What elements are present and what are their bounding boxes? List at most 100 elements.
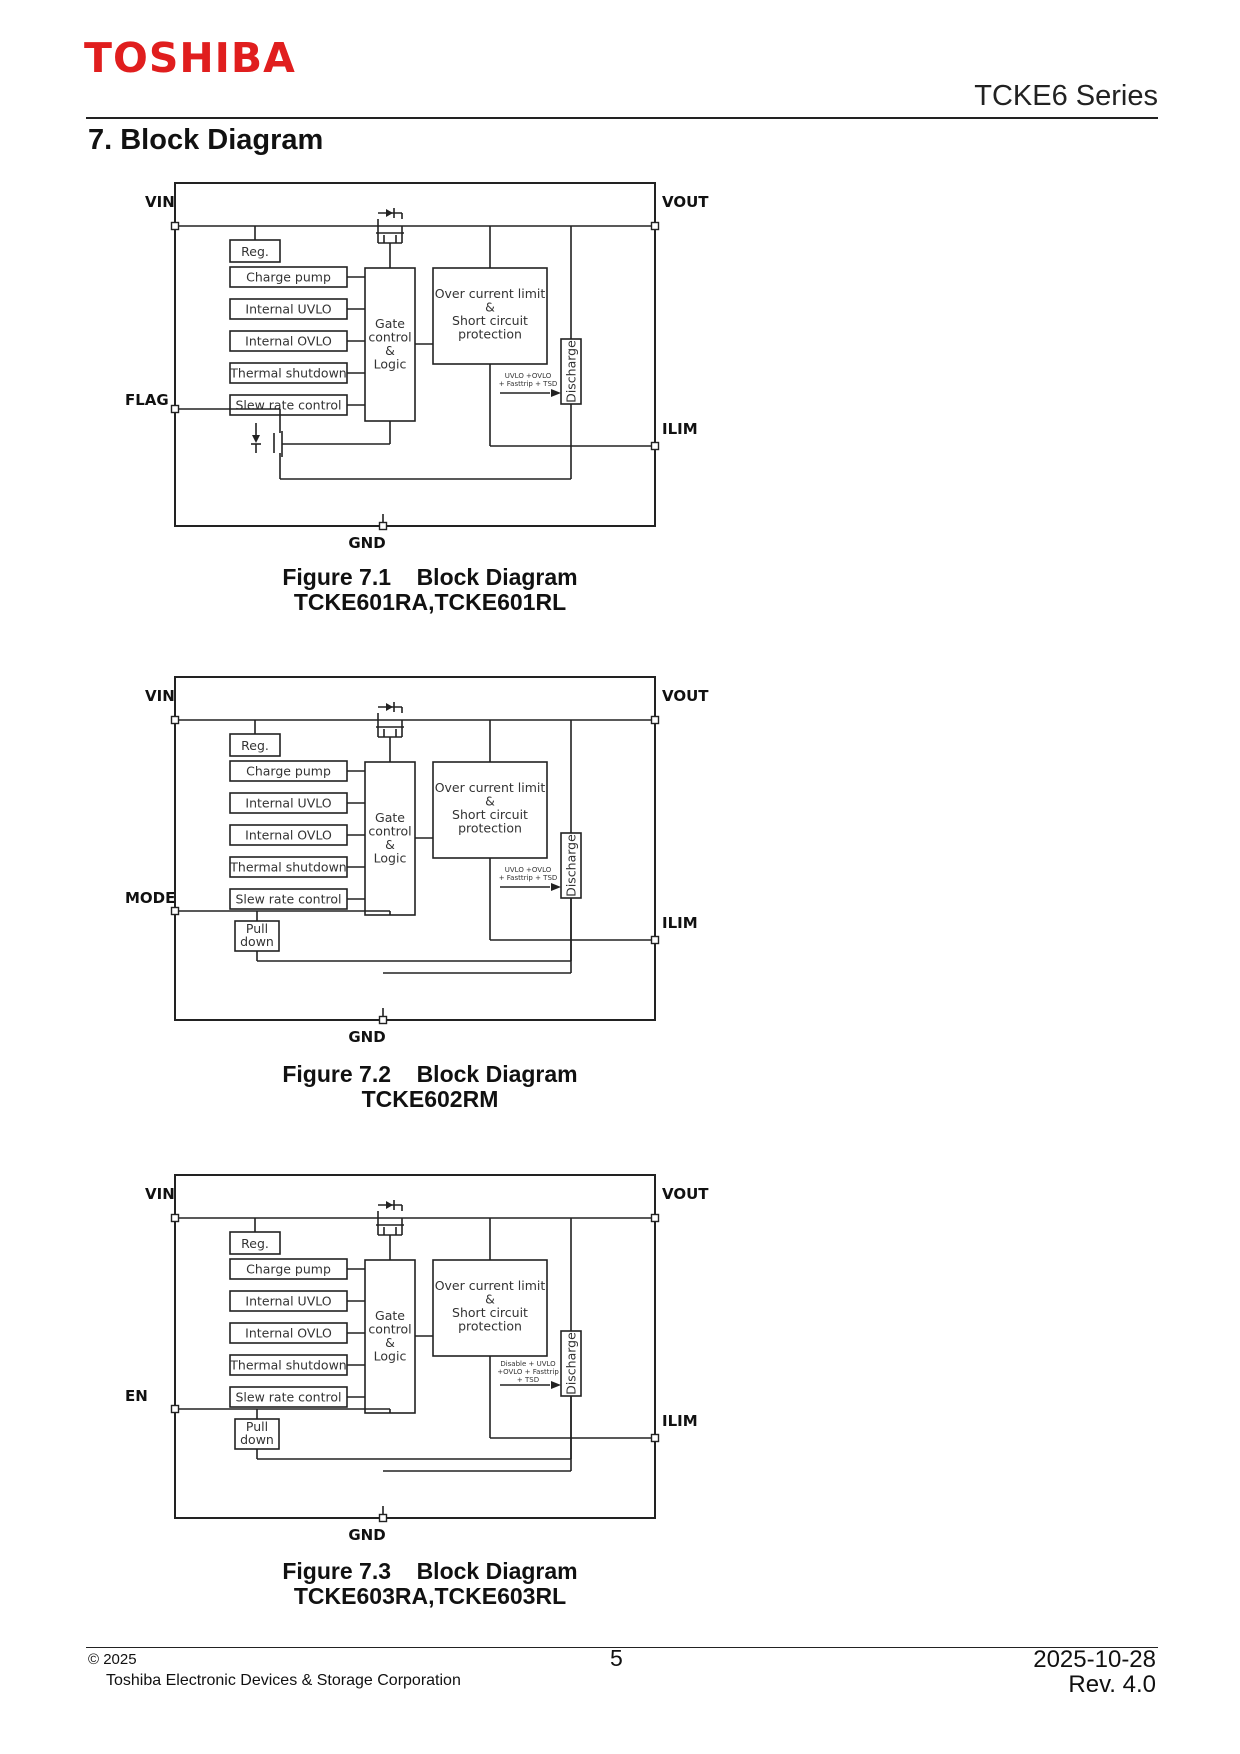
- reg-label: Reg.: [241, 1236, 269, 1251]
- reg-block: [229, 1231, 281, 1255]
- flag-diode-icon: [252, 435, 260, 443]
- vin-label: VIN: [145, 193, 175, 211]
- body-diode-icon: [386, 209, 393, 217]
- over-current-limit-block: [432, 761, 548, 859]
- over-current-limit-label: protection: [458, 821, 522, 836]
- reg-label: Reg.: [241, 244, 269, 259]
- internal-uvlo-block-label: Internal UVLO: [245, 1294, 331, 1309]
- discharge-label: Discharge: [564, 340, 579, 403]
- section-title: 7. Block Diagram: [88, 124, 324, 156]
- vout-label: VOUT: [662, 687, 709, 705]
- pull-down-label: Pull: [246, 921, 268, 936]
- footer-rule: [86, 1647, 1158, 1648]
- body-diode-icon: [386, 703, 393, 711]
- vout-label: VOUT: [662, 193, 709, 211]
- vin-terminal: [170, 715, 180, 725]
- flag-pin-terminal: [170, 404, 180, 414]
- over-current-limit-label: protection: [458, 1319, 522, 1334]
- over-current-limit-label: Short circuit: [452, 1305, 528, 1320]
- toshiba-logo: TOSHIBA: [84, 34, 296, 82]
- charge-pump-block-label: Charge pump: [246, 1262, 331, 1277]
- slew-rate-control-block-label: Slew rate control: [236, 1390, 342, 1405]
- over-current-limit-label: Over current limit: [435, 286, 546, 301]
- vout-terminal: [650, 1213, 660, 1223]
- vin-label: VIN: [145, 687, 175, 705]
- gate-control-label: control: [368, 1322, 411, 1337]
- figure-title: Figure 7.3 Block Diagram: [282, 1558, 578, 1584]
- slew-rate-control-block-label: Slew rate control: [236, 892, 342, 907]
- over-current-limit-label: &: [485, 794, 495, 809]
- discharge-trigger-label: Disable + UVLO: [500, 1360, 556, 1368]
- thermal-shutdown-block-label: Thermal shutdown: [229, 860, 346, 875]
- ilim-terminal: [650, 935, 660, 945]
- figure-title: Figure 7.2 Block Diagram: [282, 1061, 578, 1087]
- internal-uvlo-block-label: Internal UVLO: [245, 302, 331, 317]
- gnd-terminal: [378, 521, 388, 531]
- discharge-trigger-label: + Fasttrip + TSD: [499, 380, 558, 388]
- charge-pump-block-label: Charge pump: [246, 270, 331, 285]
- company-name: Toshiba Electronic Devices & Storage Cor…: [106, 1672, 461, 1689]
- vout-terminal: [650, 715, 660, 725]
- over-current-limit-block: [432, 267, 548, 365]
- ilim-label: ILIM: [662, 1412, 698, 1430]
- ilim-terminal: [650, 441, 660, 451]
- arrow-head-icon: [551, 389, 561, 397]
- ilim-terminal: [650, 1433, 660, 1443]
- page-number: 5: [610, 1645, 623, 1671]
- pull-down-label: Pull: [246, 1419, 268, 1434]
- reg-label: Reg.: [241, 738, 269, 753]
- arrow-head-icon: [551, 883, 561, 891]
- ilim-label: ILIM: [662, 914, 698, 932]
- vout-terminal: [650, 221, 660, 231]
- figure-part-numbers: TCKE603RA,TCKE603RL: [293, 1583, 567, 1609]
- gate-control-logic-block: [364, 761, 416, 916]
- gate-control-logic-block: [364, 1259, 416, 1414]
- gate-control-label: Gate: [375, 1308, 405, 1323]
- thermal-shutdown-block-label: Thermal shutdown: [229, 1358, 346, 1373]
- over-current-limit-label: &: [485, 300, 495, 315]
- vin-terminal: [170, 1213, 180, 1223]
- vin-label: VIN: [145, 1185, 175, 1203]
- series-name: TCKE6 Series: [974, 80, 1158, 112]
- reg-block: [229, 239, 281, 263]
- pull-down-label: down: [240, 934, 274, 949]
- arrow-head-icon: [551, 1381, 561, 1389]
- document-revision: Rev. 4.0: [1068, 1671, 1156, 1698]
- over-current-limit-label: Over current limit: [435, 1278, 546, 1293]
- vin-terminal: [170, 221, 180, 231]
- gate-control-label: Logic: [374, 357, 407, 372]
- slew-rate-control-block-label: Slew rate control: [236, 398, 342, 413]
- over-current-limit-label: protection: [458, 327, 522, 342]
- figure-caption-3: Figure 7.3 Block Diagram TCKE603RA,TCKE6…: [200, 1559, 660, 1609]
- discharge-trigger-label: +OVLO + Fasttrip: [497, 1368, 559, 1376]
- gnd-label: GND: [348, 534, 385, 552]
- internal-uvlo-block-label: Internal UVLO: [245, 796, 331, 811]
- gate-control-label: Logic: [374, 1349, 407, 1364]
- body-diode-icon: [386, 1201, 393, 1209]
- control-pin-label: FLAG: [125, 391, 169, 409]
- control-pin-label: MODE: [125, 889, 175, 907]
- discharge-trigger-label: UVLO +OVLO: [505, 372, 552, 380]
- figure-caption-1: Figure 7.1 Block Diagram TCKE601RA,TCKE6…: [200, 565, 660, 615]
- control-pin-label: EN: [125, 1387, 148, 1405]
- gate-control-label: Gate: [375, 316, 405, 331]
- discharge-trigger-label: + Fasttrip + TSD: [499, 874, 558, 882]
- gnd-terminal: [378, 1513, 388, 1523]
- copyright: © 2025: [88, 1651, 137, 1668]
- control-pin-terminal: [170, 1404, 180, 1414]
- discharge-label: Discharge: [564, 834, 579, 897]
- figure-part-numbers: TCKE601RA,TCKE601RL: [293, 589, 567, 615]
- figure-part-numbers: TCKE602RM: [361, 1086, 499, 1112]
- gate-control-label: &: [385, 837, 395, 852]
- figure-caption-2: Figure 7.2 Block Diagram TCKE602RM: [200, 1062, 660, 1112]
- discharge-label: Discharge: [564, 1332, 579, 1395]
- gnd-terminal: [378, 1015, 388, 1025]
- header-rule: [86, 117, 1158, 119]
- over-current-limit-block: [432, 1259, 548, 1357]
- document-date: 2025-10-28: [1033, 1646, 1156, 1673]
